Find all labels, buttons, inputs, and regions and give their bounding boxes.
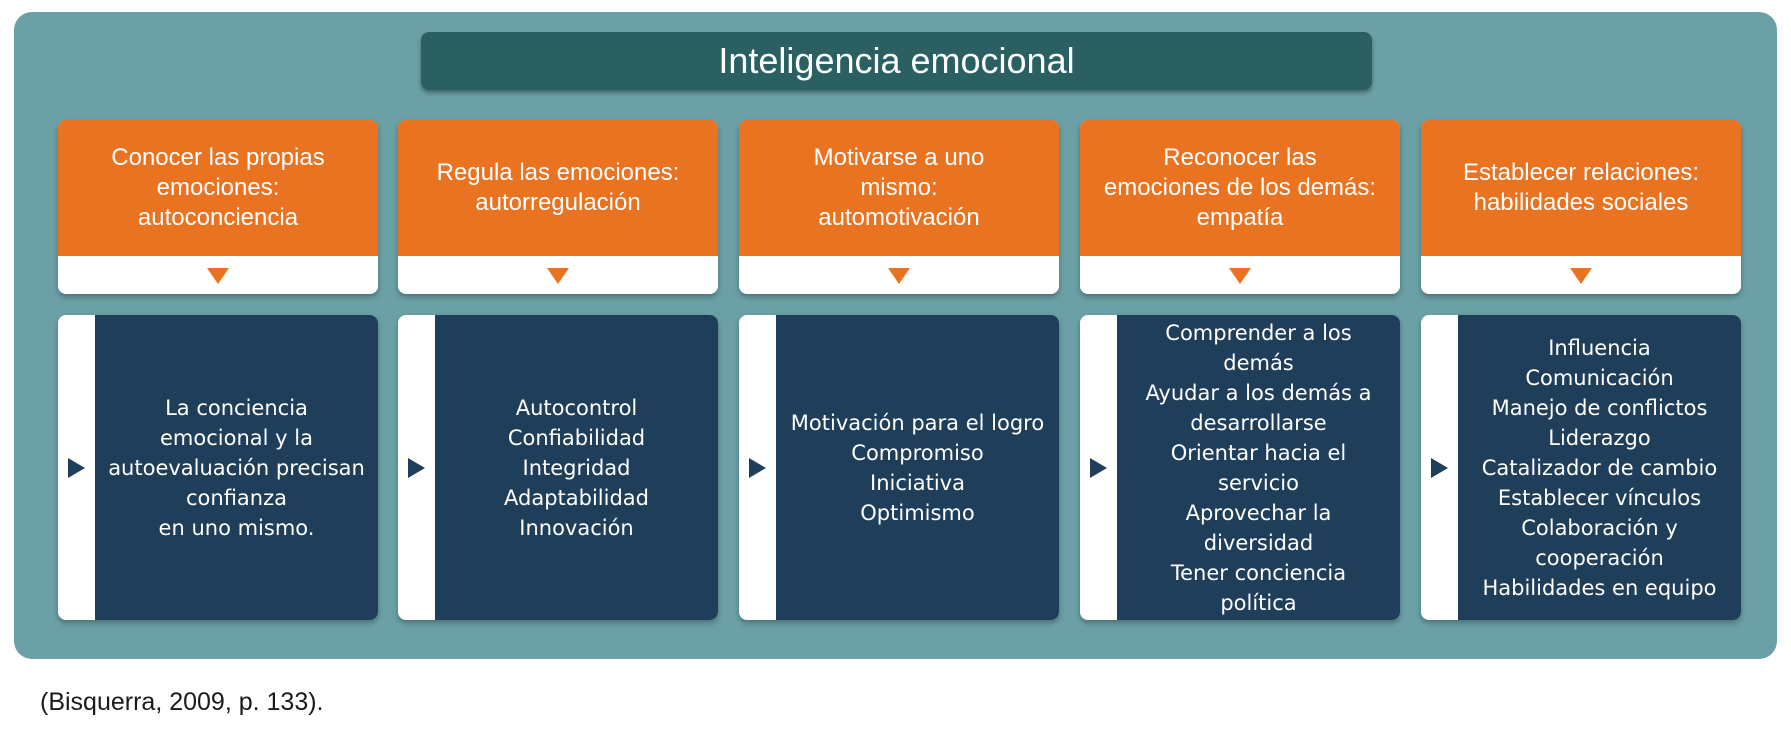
column-header-card: Reconocer las emociones de los demás: empa… [1080, 120, 1400, 294]
heading-line: Conocer las propias [111, 144, 325, 171]
right-arrow-icon [68, 458, 85, 478]
competency-item: servicio [1218, 470, 1299, 495]
heading-line: autorregulación [475, 189, 641, 216]
competency-item: política [1220, 590, 1297, 615]
competency-item: demás [1223, 350, 1294, 375]
right-arrow-icon [408, 458, 425, 478]
competency-item: Orientar hacia el [1170, 440, 1347, 465]
competency-item: Innovación [519, 515, 634, 540]
heading-line: habilidades sociales [1473, 189, 1689, 216]
column-4: Reconocer las emociones de los demás: empa… [1080, 120, 1400, 620]
right-arrow-icon [1431, 458, 1448, 478]
competency-item: autoevaluación precisan [108, 455, 365, 480]
column-header-card: Establecer relaciones: habilidades social… [1421, 120, 1741, 294]
column-heading: Conocer las propias emociones: autoconcien… [58, 120, 378, 256]
competency-item: cooperación [1535, 545, 1664, 570]
competency-item: Liderazgo [1548, 425, 1651, 450]
column-heading: Reconocer las emociones de los demás: empa… [1080, 120, 1400, 256]
column-header-card: Motivarse a uno mismo: automotivación [739, 120, 1059, 294]
competency-item: Habilidades en equipo [1482, 575, 1717, 600]
competency-item: Colaboración y [1521, 515, 1678, 540]
heading-line: emociones de los demás: [1103, 174, 1377, 201]
heading-line: empatía [1196, 204, 1284, 231]
column-heading: Motivarse a uno mismo: automotivación [739, 120, 1059, 256]
competency-item: Comprender a los [1165, 320, 1352, 345]
competency-item: Tener conciencia [1170, 560, 1347, 585]
competency-item: Manejo de conflictos [1491, 395, 1708, 420]
heading-line: emociones: [156, 174, 280, 201]
heading-line: Reconocer las [1163, 144, 1317, 171]
down-arrow-icon [547, 268, 569, 284]
right-arrow-icon [749, 458, 766, 478]
column-5: Establecer relaciones: habilidades social… [1421, 120, 1741, 620]
competency-item: emocional y la [160, 425, 313, 450]
right-arrow-icon [1090, 458, 1107, 478]
competency-item: Aprovechar la [1185, 500, 1332, 525]
competency-item: en uno mismo. [158, 515, 315, 540]
competency-item: Autocontrol [515, 395, 638, 420]
column-1: Conocer las propias emociones: autoconcien… [58, 120, 378, 620]
down-arrow-icon [207, 268, 229, 284]
competency-item: Influencia [1548, 335, 1651, 360]
column-body-card: La conciencia emocional y la autoevaluació… [58, 315, 378, 620]
source-citation: (Bisquerra, 2009, p. 133). [40, 688, 324, 716]
competency-item: desarrollarse [1190, 410, 1327, 435]
heading-line: Establecer relaciones: [1462, 159, 1700, 186]
competency-item: Confiabilidad [507, 425, 646, 450]
diagram-title: Inteligencia emocional [421, 32, 1372, 90]
column-heading: Establecer relaciones: habilidades social… [1421, 120, 1741, 256]
down-arrow-icon [888, 268, 910, 284]
competency-item: Compromiso [851, 440, 984, 465]
heading-line: mismo: [860, 174, 938, 201]
competency-item: Ayudar a los demás a [1145, 380, 1372, 405]
heading-line: Motivarse a uno [813, 144, 985, 171]
competency-item: Optimismo [860, 500, 975, 525]
competency-item: Catalizador de cambio [1481, 455, 1718, 480]
down-arrow-icon [1229, 268, 1251, 284]
competency-item: Establecer vínculos [1497, 485, 1702, 510]
competency-item: Adaptabilidad [504, 485, 649, 510]
competency-item: La conciencia [165, 395, 308, 420]
competency-item: Comunicación [1525, 365, 1674, 390]
column-header-card: Conocer las propias emociones: autoconcien… [58, 120, 378, 294]
competency-item: confianza [185, 485, 287, 510]
column-header-card: Regula las emociones: autorregulación [398, 120, 718, 294]
competency-item: Integridad [522, 455, 631, 480]
competency-item: diversidad [1203, 530, 1314, 555]
heading-line: autoconciencia [137, 204, 299, 231]
competency-list: La conciencia emocional y la autoevaluació… [95, 315, 378, 620]
heading-line: automotivación [818, 204, 980, 231]
competency-item: Iniciativa [870, 470, 965, 495]
competency-item: Motivación para el logro [790, 410, 1045, 435]
column-heading: Regula las emociones: autorregulación [398, 120, 718, 256]
down-arrow-icon [1570, 268, 1592, 284]
heading-line: Regula las emociones: [436, 159, 680, 186]
